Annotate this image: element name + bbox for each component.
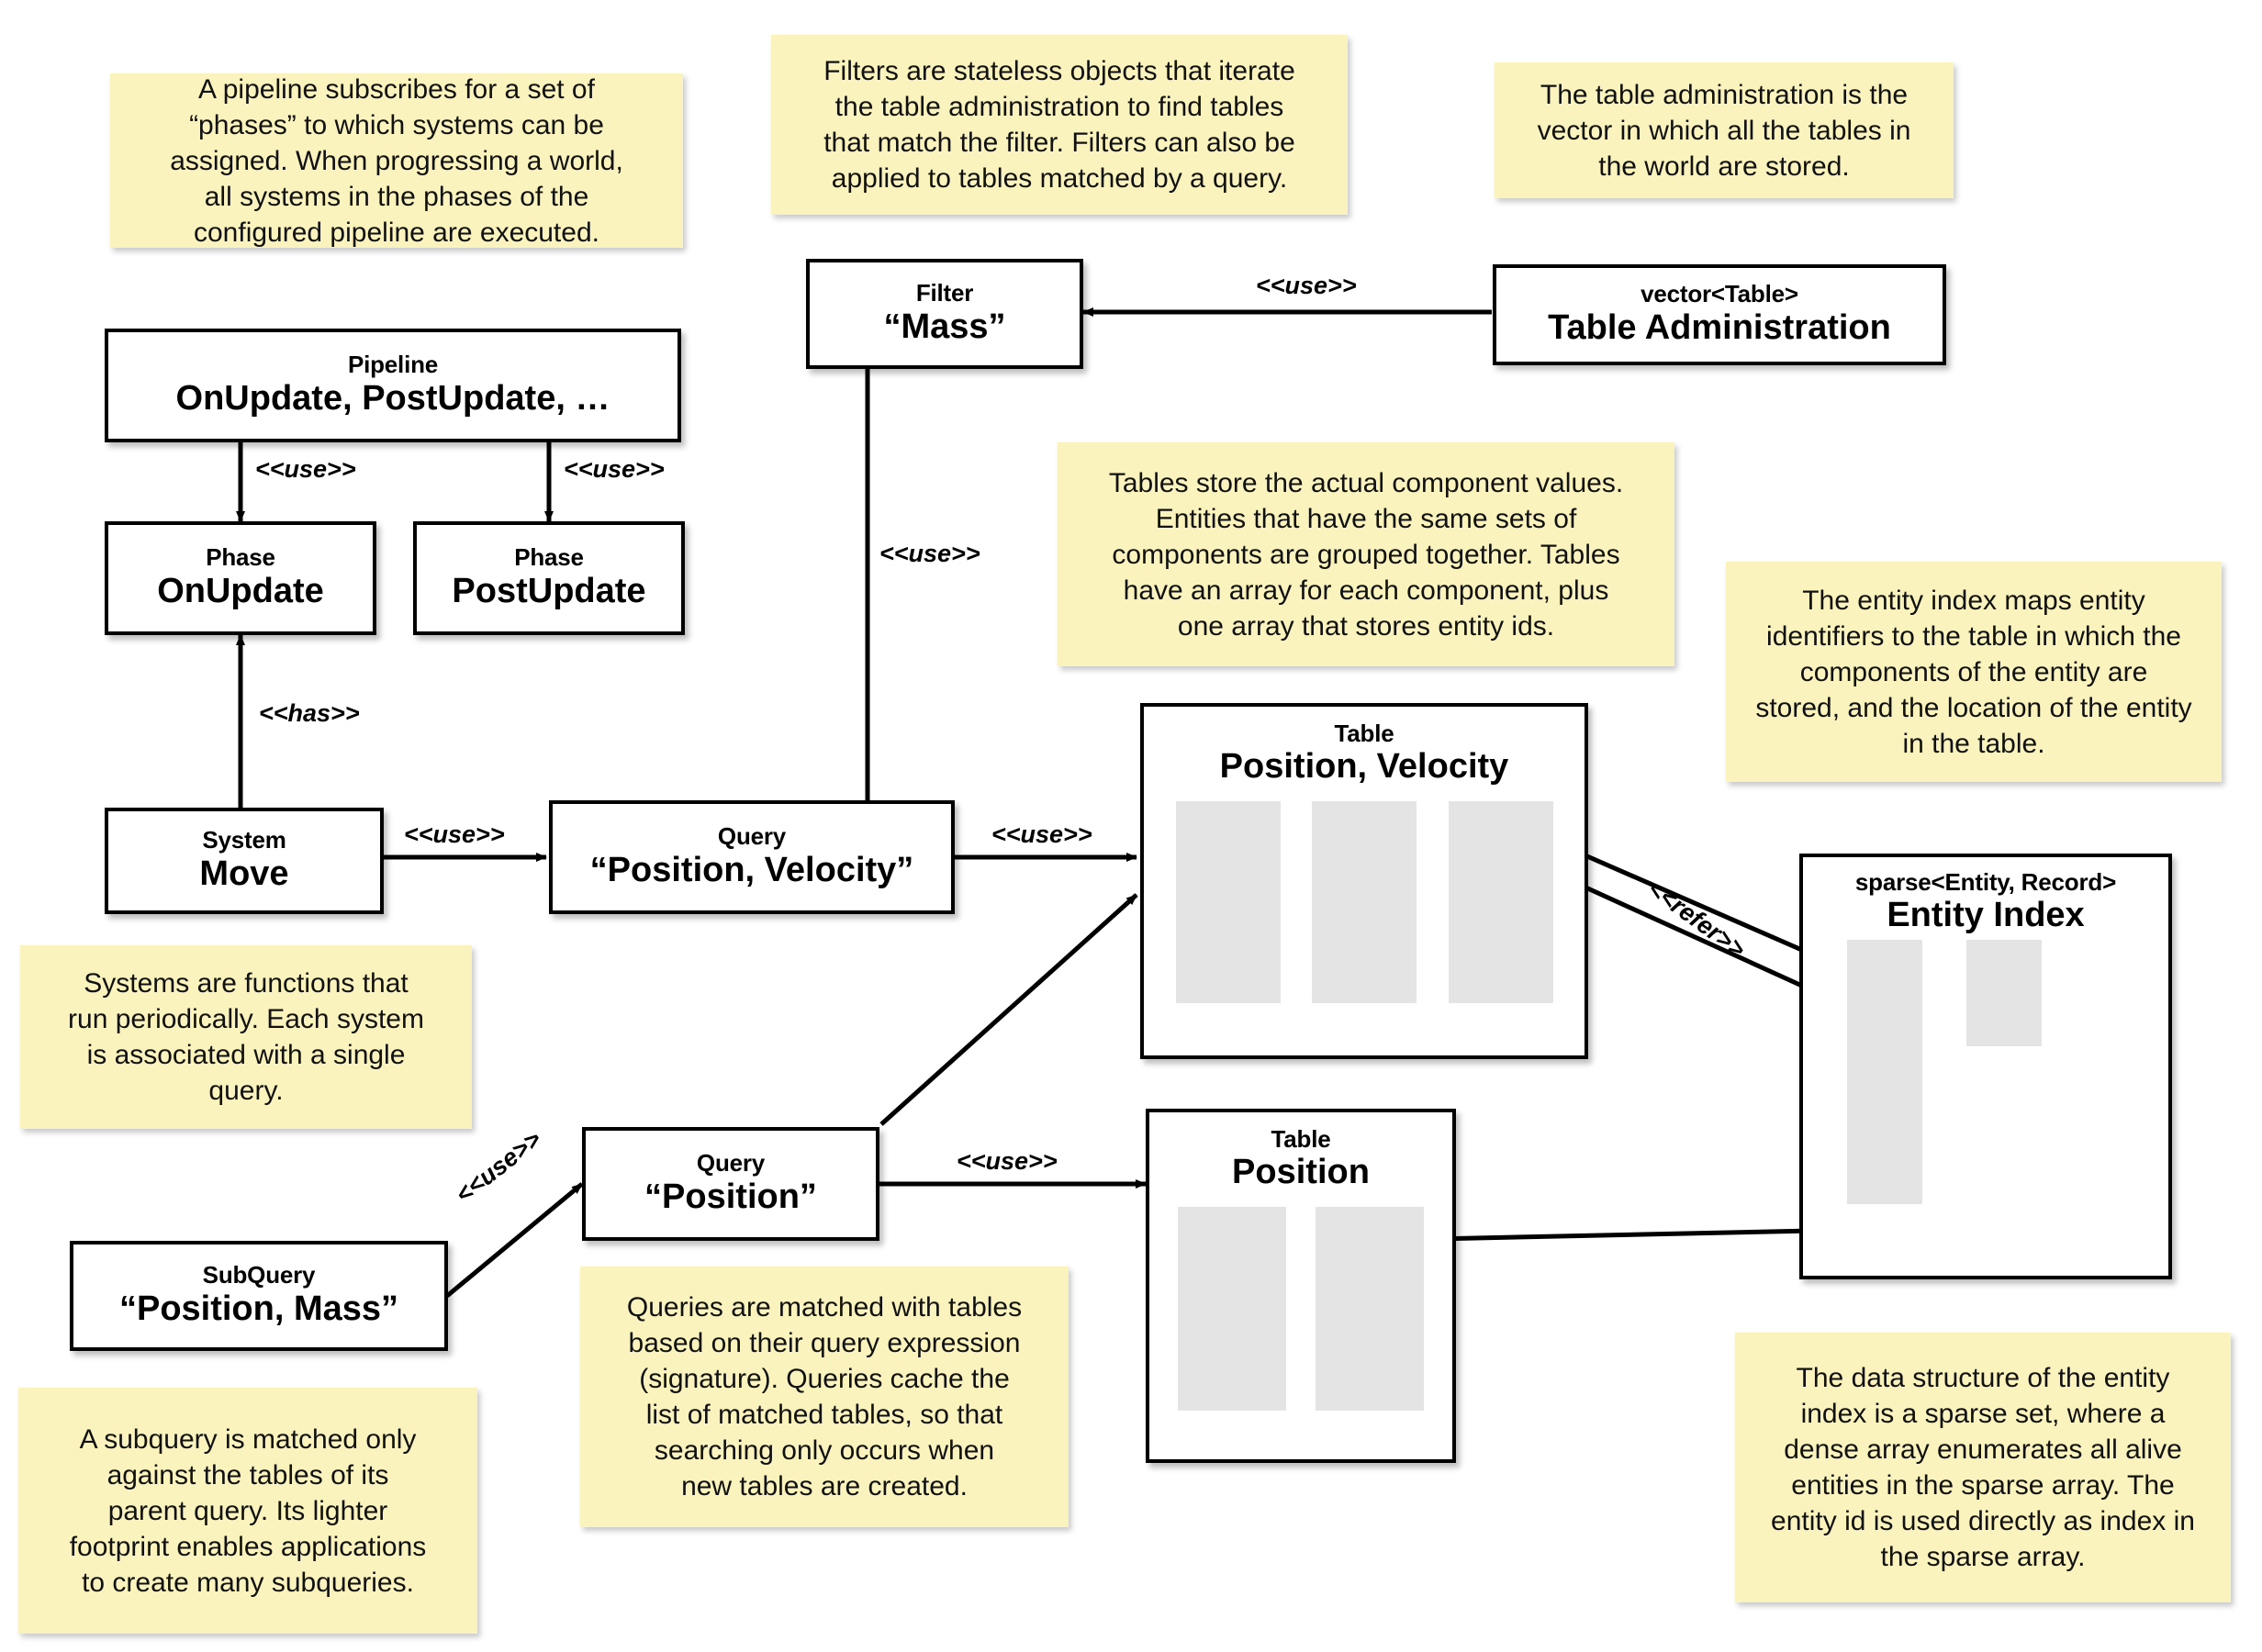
box-query-position-stereotype: Query — [696, 1149, 766, 1178]
box-filter-mass[interactable]: Filter “Mass” — [806, 259, 1083, 369]
box-query-position[interactable]: Query “Position” — [582, 1127, 879, 1241]
note-subquery: A subquery is matched only against the t… — [18, 1388, 477, 1634]
box-system-move[interactable]: System Move — [105, 808, 384, 914]
note-sparse-set: The data structure of the entity index i… — [1735, 1333, 2231, 1602]
box-phase-onupdate-title: OnUpdate — [157, 571, 324, 610]
box-table-position-velocity-title: Position, Velocity — [1219, 747, 1509, 787]
box-table-position-velocity[interactable]: Table Position, Velocity — [1140, 703, 1588, 1059]
box-pipeline[interactable]: Pipeline OnUpdate, PostUpdate, … — [105, 329, 681, 442]
box-phase-postupdate-title: PostUpdate — [452, 571, 646, 610]
note-tables: Tables store the actual component values… — [1058, 442, 1674, 666]
box-table-position-stereotype: Table — [1271, 1125, 1331, 1153]
edge-label-system-has-phase: <<has>> — [259, 699, 360, 727]
component-array-column — [1175, 801, 1281, 1004]
edge-label-query-use-filter: <<use>> — [879, 540, 980, 567]
box-entity-index-title: Entity Index — [1887, 896, 2085, 935]
box-table-position-velocity-stereotype: Table — [1334, 720, 1394, 747]
note-queries: Queries are matched with tables based on… — [580, 1267, 1069, 1527]
box-filter-mass-title: “Mass” — [883, 307, 1006, 346]
edge-label-subquery-use-query: <<use>> — [450, 1124, 547, 1209]
note-table-admin: The table administration is the vector i… — [1495, 62, 1954, 198]
box-table-position[interactable]: Table Position — [1146, 1109, 1456, 1463]
component-array-column — [1312, 801, 1417, 1004]
note-systems: Systems are functions that run periodica… — [20, 945, 472, 1129]
edge-label-system-use-query: <<use>> — [404, 820, 505, 848]
table-position-arrays — [1149, 1207, 1452, 1412]
box-pipeline-stereotype: Pipeline — [347, 351, 439, 379]
box-subquery-position-mass[interactable]: SubQuery “Position, Mass” — [70, 1241, 448, 1351]
box-phase-postupdate[interactable]: Phase PostUpdate — [413, 521, 685, 635]
box-table-administration-title: Table Administration — [1548, 307, 1891, 347]
wire-queryp-table-pv — [879, 893, 1138, 1126]
box-query-position-velocity-stereotype: Query — [717, 822, 787, 851]
box-subquery-position-mass-title: “Position, Mass” — [118, 1289, 399, 1328]
edge-label-query-use-table-pv: <<use>> — [991, 820, 1092, 848]
box-filter-mass-stereotype: Filter — [915, 279, 974, 307]
component-array-column — [1448, 801, 1553, 1004]
edge-label-pipeline-phase-onupdate: <<use>> — [255, 455, 356, 483]
edge-label-admin-use-filter: <<use>> — [1256, 272, 1357, 299]
edge-label-index-refer-table: <<refer>> — [1642, 874, 1751, 964]
component-array-column — [1315, 1207, 1424, 1412]
box-query-position-title: “Position” — [644, 1177, 817, 1216]
box-subquery-position-mass-stereotype: SubQuery — [202, 1261, 316, 1289]
note-pipeline: A pipeline subscribes for a set of “phas… — [110, 73, 683, 248]
edge-label-query-use-table-p: <<use>> — [957, 1147, 1058, 1175]
box-phase-onupdate[interactable]: Phase OnUpdate — [105, 521, 376, 635]
note-filter: Filters are stateless objects that itera… — [771, 35, 1348, 215]
box-system-move-stereotype: System — [202, 826, 286, 854]
box-table-position-title: Position — [1232, 1153, 1370, 1192]
table-position-velocity-arrays — [1144, 801, 1585, 1004]
box-table-administration-stereotype: vector<Table> — [1641, 280, 1798, 308]
box-query-position-velocity[interactable]: Query “Position, Velocity” — [549, 800, 955, 914]
box-phase-onupdate-stereotype: Phase — [206, 543, 275, 572]
dense-array-block — [1966, 940, 2042, 1046]
edge-label-pipeline-phase-postupdate: <<use>> — [564, 455, 665, 483]
box-system-move-title: Move — [199, 854, 289, 893]
sparse-array-block — [1847, 940, 1922, 1204]
box-table-administration[interactable]: vector<Table> Table Administration — [1493, 264, 1946, 365]
box-pipeline-title: OnUpdate, PostUpdate, … — [175, 378, 610, 418]
note-entity-index: The entity index maps entity identifiers… — [1726, 562, 2222, 782]
box-entity-index-stereotype: sparse<Entity, Record> — [1854, 868, 2117, 896]
wire-index-table-p — [1433, 1227, 1855, 1244]
component-array-column — [1178, 1207, 1287, 1412]
box-phase-postupdate-stereotype: Phase — [514, 543, 584, 572]
box-query-position-velocity-title: “Position, Velocity” — [589, 850, 914, 889]
